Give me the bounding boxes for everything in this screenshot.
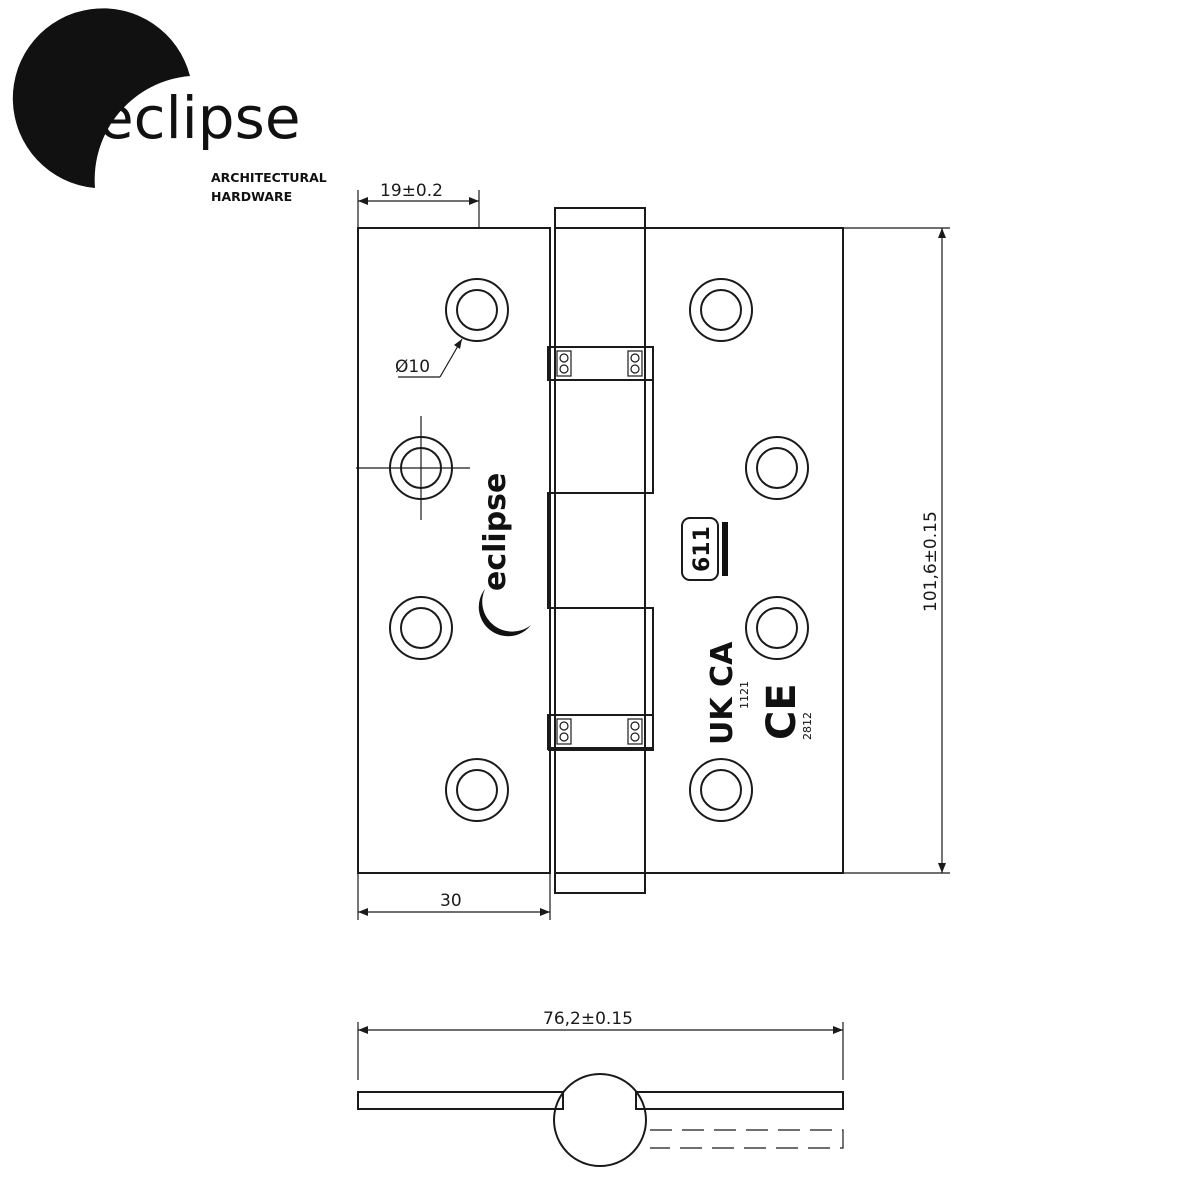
leaf-stamp-logo: eclipse (478, 473, 531, 637)
overall-width-label: 76,2±0.15 (543, 1009, 633, 1029)
leaf-width-label: 30 (440, 891, 462, 911)
screw-hole (689, 758, 753, 822)
stamp-logo-text: eclipse (478, 473, 513, 591)
screw-hole (745, 596, 809, 660)
brand-logo: eclipse ARCHITECTURAL HARDWARE (12, 8, 327, 204)
grade-code: 611 (690, 526, 715, 572)
ukca-mark: UK CA (705, 641, 740, 745)
right-leaf (644, 227, 844, 874)
screw-hole (745, 436, 809, 500)
leaf-offset-label: 19±0.2 (380, 181, 443, 201)
screw-hole (389, 596, 453, 660)
top-view-knuckle (553, 1073, 647, 1167)
ce-code: 2812 (801, 712, 814, 740)
dimension-height: 101,6±0.15 (843, 227, 950, 874)
top-view-right-leaf (635, 1091, 844, 1110)
hole-centerline (356, 416, 470, 520)
ukca-marking: UK CA 1121 (705, 641, 751, 745)
top-view-left-leaf (357, 1091, 564, 1110)
hinge-knuckle (547, 207, 654, 894)
dimension-overall-width: 76,2±0.15 (357, 1009, 844, 1080)
screw-hole (689, 278, 753, 342)
ce-marking: CE 2812 (759, 683, 814, 740)
right-screw-holes (689, 278, 809, 822)
brand-tagline-line1: ARCHITECTURAL (211, 170, 327, 185)
ce-mark: CE (759, 683, 805, 740)
left-leaf (357, 227, 551, 874)
hinge-front-view: eclipse 611 UK CA 1121 CE 2812 (356, 207, 844, 894)
hole-diameter-label: Ø10 (395, 357, 430, 377)
stamp-crescent-icon (478, 589, 531, 637)
ukca-code: 1121 (738, 681, 751, 709)
brand-tagline-line2: HARDWARE (211, 189, 292, 204)
screw-hole (445, 278, 509, 342)
hinge-top-view: 76,2±0.15 (357, 1009, 844, 1167)
dimension-leaf-width: 30 (357, 873, 551, 920)
height-label: 101,6±0.15 (921, 511, 941, 612)
left-screw-holes (356, 278, 509, 822)
grade-marking: 611 (681, 517, 728, 581)
logo-crescent-icon (12, 8, 191, 189)
lower-bearing (547, 714, 654, 749)
dimension-leaf-offset: 19±0.2 (357, 181, 480, 228)
dimension-hole-diameter: Ø10 (395, 338, 463, 378)
top-view-open-leaf-dashed (650, 1129, 844, 1149)
upper-bearing (547, 346, 654, 381)
screw-hole (445, 758, 509, 822)
brand-name: eclipse (98, 84, 301, 152)
